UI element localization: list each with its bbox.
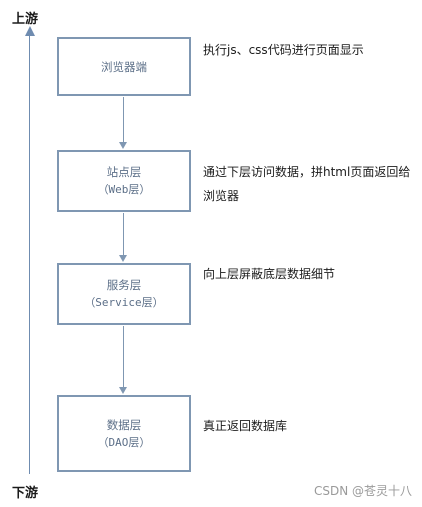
layer-description-dao: 真正返回数据库 [203, 419, 288, 433]
layer-description-service: 向上层屏蔽底层数据细节 [203, 267, 336, 281]
layer-subtitle: （DAO层） [97, 435, 151, 449]
connector-arrow-icon [119, 255, 127, 262]
layer-name: 数据层 [106, 417, 142, 432]
connector-arrow-icon [119, 142, 127, 149]
connector-line [123, 213, 124, 255]
layer-subtitle: （Web层） [97, 183, 151, 196]
layer-name: 服务层 [106, 278, 142, 292]
layer-subtitle: （Service层） [84, 296, 164, 309]
layer-name: 浏览器端 [101, 59, 147, 74]
downstream-label: 下游 [12, 486, 39, 501]
watermark: CSDN @苍灵十八 [313, 484, 412, 498]
layer-box-browser: 浏览器端 [57, 37, 191, 96]
upstream-label: 上游 [12, 12, 39, 27]
layer-box-service: 服务层 （Service层） [57, 263, 191, 325]
layer-description-web: 通过下层访问数据，拼html页面返回给浏览器 [203, 165, 411, 203]
connector-line [123, 326, 124, 387]
layer-name: 站点层 [106, 165, 142, 179]
upstream-axis [29, 32, 30, 474]
layer-description-browser: 执行js、css代码进行页面显示 [203, 43, 364, 57]
layer-box-web: 站点层 （Web层） [57, 150, 191, 212]
upstream-arrow-head [25, 26, 35, 36]
layer-box-dao: 数据层 （DAO层） [57, 395, 191, 472]
connector-line [123, 97, 124, 142]
connector-arrow-icon [119, 387, 127, 394]
